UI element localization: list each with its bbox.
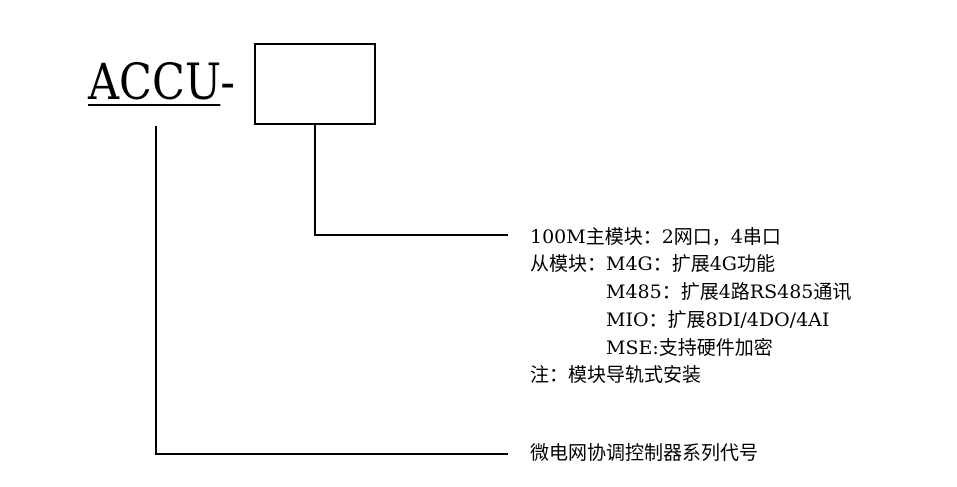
series-code-text: ACCU: [88, 53, 221, 111]
mio-text: MIO：扩展8DI/4DO/4AI: [606, 309, 830, 331]
slave-module-text: 从模块：M4G：扩展4G功能: [530, 253, 775, 275]
note-text: 注：模块导轨式安装: [530, 364, 702, 386]
mse-text: MSE:支持硬件加密: [606, 337, 773, 359]
dash-text: -: [220, 53, 235, 111]
module-connector-vertical: [314, 125, 316, 236]
main-module-text: 100M主模块：2网口，4串口: [530, 226, 781, 248]
series-connector-horizontal: [155, 453, 508, 455]
series-connector-vertical: [155, 126, 157, 455]
module-code-box: [254, 43, 376, 125]
m485-text: M485：扩展4路RS485通讯: [606, 281, 852, 303]
series-code-description: 微电网协调控制器系列代号: [530, 442, 759, 464]
module-connector-horizontal: [314, 234, 508, 236]
model-prefix: ACCU-: [88, 52, 235, 112]
